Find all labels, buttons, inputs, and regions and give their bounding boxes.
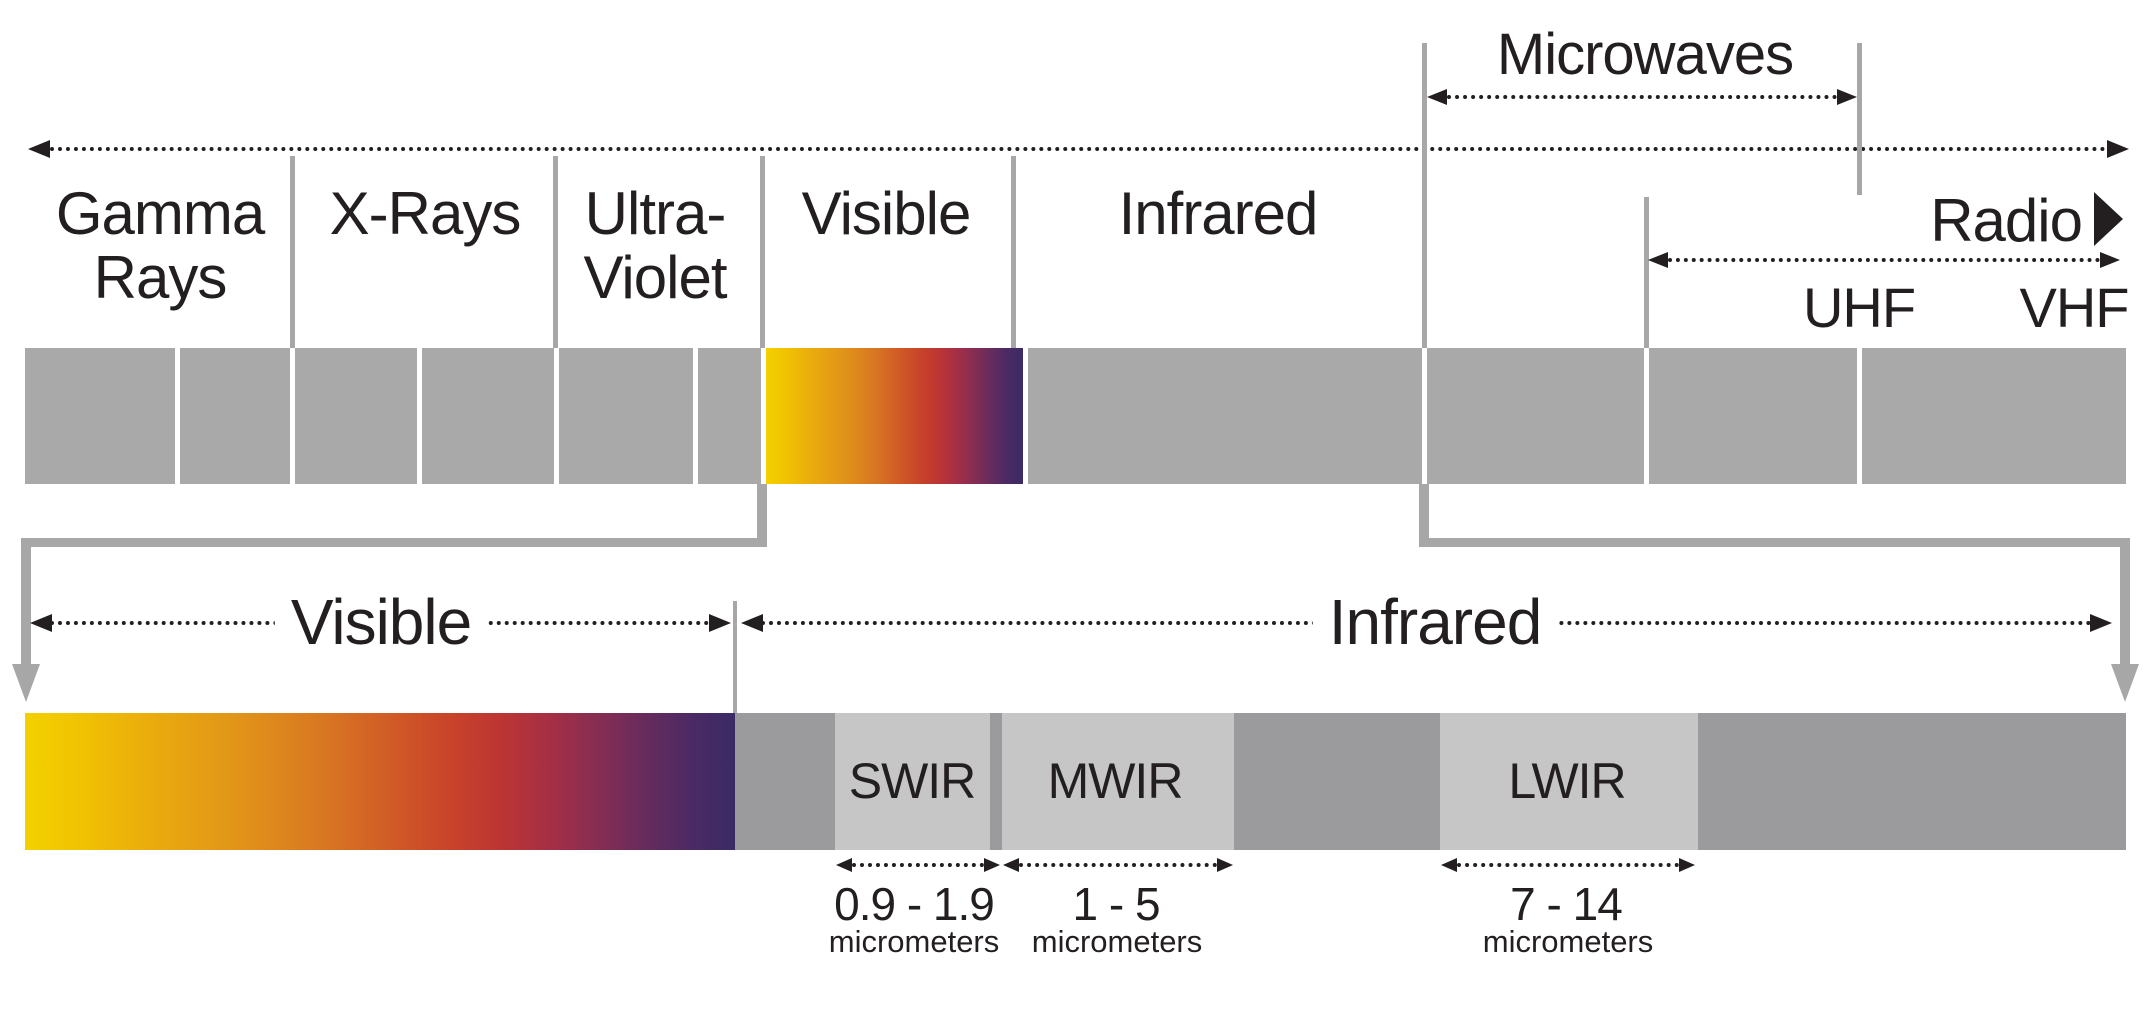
swir-range-value: 0.9 - 1.9 [834, 878, 995, 930]
swir-label: SWIR [848, 753, 977, 809]
microwaves-label: Microwaves [1496, 22, 1794, 87]
bar-segment-gap [693, 348, 698, 484]
main-axis-arrowhead-left-icon [28, 140, 50, 158]
band-label-infrared: Infrared [1118, 180, 1319, 247]
swir-range-dotted-line [852, 863, 984, 867]
right-elbow-down-arrow-icon [2111, 664, 2139, 702]
divider-infrared-microwaves [1422, 43, 1427, 348]
left-elbow-horizontal [21, 538, 767, 547]
uhf-label: UHF [1802, 276, 1916, 339]
band-label-gamma-rays: Gamma Rays [55, 180, 265, 312]
infrared-detail-arrowhead-right-icon [2090, 614, 2112, 632]
mwir-band-block [1002, 713, 1234, 850]
spectrum-bar-top [25, 348, 2126, 484]
lwir-range-dotted-line [1457, 863, 1679, 867]
bar-segment-gap [175, 348, 180, 484]
lwir-range-arrowhead-right-icon [1679, 858, 1695, 872]
left-elbow-down-arrow-icon [12, 664, 40, 702]
vhf-label: VHF [2019, 276, 2130, 339]
left-elbow-vertical-top [757, 484, 767, 543]
microwaves-arrowhead-left-icon [1427, 89, 1447, 105]
mwir-range-value: 1 - 5 [1072, 878, 1160, 930]
band-label-visible: Visible [801, 180, 972, 247]
radio-play-triangle-icon [2094, 192, 2123, 246]
bar-segment-gap [290, 348, 295, 484]
lwir-range-arrowhead-left-icon [1441, 858, 1457, 872]
mwir-range-arrowhead-left-icon [1003, 858, 1019, 872]
radio-arrowhead-left-icon [1648, 252, 1668, 268]
mwir-label: MWIR [1047, 753, 1184, 809]
mwir-range-dotted-line [1019, 863, 1217, 867]
lwir-label: LWIR [1508, 753, 1626, 809]
radio-label: Radio [1930, 187, 2083, 254]
divider-microwaves-end [1857, 43, 1862, 195]
radio-range-dotted-line [1668, 258, 2100, 262]
divider-uv-visible [760, 156, 765, 348]
swir-range-arrowhead-left-icon [836, 858, 852, 872]
visible-detail-label: Visible [274, 588, 488, 656]
divider-xrays-uv [553, 156, 558, 348]
swir-range-unit: micrometers [828, 924, 1000, 959]
swir-range-arrowhead-right-icon [984, 858, 1000, 872]
left-elbow-vertical-bottom [21, 547, 31, 664]
bar-segment-gap [1857, 348, 1862, 484]
bar-segment-gap [417, 348, 422, 484]
mwir-range-unit: micrometers [1031, 924, 1203, 959]
infrared-detail-arrowhead-left-icon [741, 614, 763, 632]
microwaves-range-dotted-line [1447, 95, 1837, 99]
divider-visible-infrared-detail [733, 601, 737, 713]
divider-uhf-start [1644, 197, 1649, 348]
visible-detail-arrowhead-right-icon [709, 614, 731, 632]
infrared-detail-label: Infrared [1312, 588, 1558, 656]
spectrum-bar-bottom [25, 713, 2126, 850]
visible-detail-arrowhead-left-icon [30, 614, 52, 632]
band-label-xrays: X-Rays [329, 180, 522, 247]
bar-segment-gap [554, 348, 559, 484]
mwir-range-arrowhead-right-icon [1217, 858, 1233, 872]
visible-light-block [761, 348, 1028, 484]
main-axis-dotted-line [50, 147, 2107, 151]
right-elbow-vertical-top [1419, 484, 1429, 543]
lwir-range-value: 7 - 14 [1510, 878, 1623, 930]
lwir-band-block [1440, 713, 1698, 850]
right-elbow-horizontal [1419, 538, 2130, 547]
bar-segment-gap [1644, 348, 1649, 484]
band-label-ultraviolet: Ultra- Violet [583, 180, 727, 312]
divider-gamma-xrays [290, 156, 295, 348]
divider-visible-infrared [1011, 156, 1016, 348]
visible-gradient-strip [25, 713, 735, 850]
lwir-range-unit: micrometers [1482, 924, 1654, 959]
bar-segment-gap [1422, 348, 1427, 484]
radio-arrowhead-right-icon [2100, 252, 2120, 268]
microwaves-arrowhead-right-icon [1837, 89, 1857, 105]
right-elbow-vertical-bottom [2120, 547, 2130, 664]
swir-band-block [835, 713, 990, 850]
main-axis-arrowhead-right-icon [2107, 140, 2129, 158]
